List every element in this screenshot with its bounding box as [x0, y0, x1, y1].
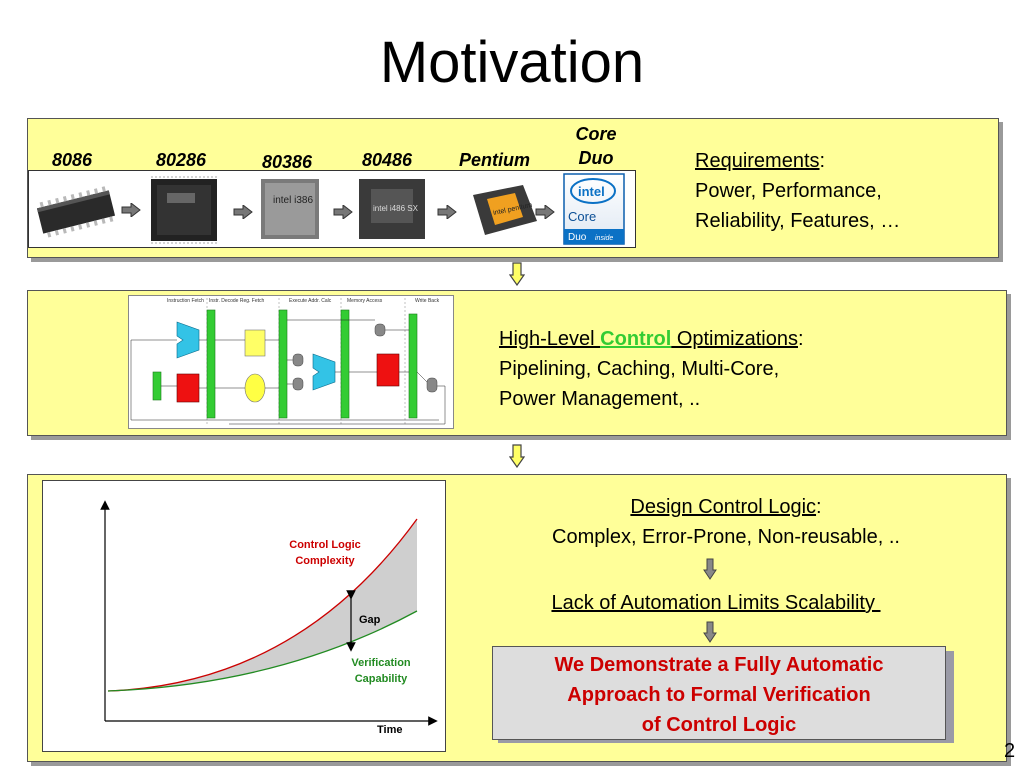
complexity-gap-graphic	[43, 481, 445, 751]
chip-label-8086: 8086	[52, 150, 92, 171]
verification-capability-label: Verification Capability	[339, 655, 423, 687]
requirements-heading: Requirements	[695, 150, 820, 172]
optimizations-heading-part-1: High-Level	[499, 328, 600, 350]
right-arrow-icon	[535, 205, 555, 219]
duo-text: Duo	[568, 232, 587, 243]
design-line: Complex, Error-Prone, Non-reusable, ..	[456, 522, 996, 552]
requirements-text: Requirements: Power, Performance, Reliab…	[695, 146, 900, 236]
chip-80486-image: intel i486 SX	[357, 177, 427, 241]
time-axis-label: Time	[377, 724, 402, 736]
control-label-line-1: Control Logic	[275, 537, 375, 553]
lack-of-automation-text: Lack of Automation Limits Scalability	[456, 588, 976, 618]
chip-pentium-image: intel pentium	[463, 181, 543, 239]
requirements-line-2: Reliability, Features, …	[695, 206, 900, 236]
design-control-logic-text: Design Control Logic: Complex, Error-Pro…	[456, 492, 996, 552]
chip-80486-text: intel i486 SX	[373, 204, 419, 213]
stage-label-writeback: Write Back	[415, 298, 440, 304]
right-arrow-icon	[233, 205, 253, 219]
verif-label-line-2: Capability	[339, 671, 423, 687]
page-number: 2	[1004, 740, 1015, 763]
pipeline-diagram-graphic: Instruction Fetch Instr. Decode Reg. Fet…	[129, 296, 453, 428]
down-arrow-icon	[703, 621, 717, 643]
optimizations-line-2: Power Management, ..	[499, 384, 804, 414]
chip-label-pentium: Pentium	[459, 150, 530, 171]
stage-label-decode: Instr. Decode Reg. Fetch	[209, 298, 265, 304]
slide-title: Motivation	[0, 28, 1024, 98]
intel-logo-text: intel	[578, 184, 605, 199]
design-colon: :	[816, 496, 822, 518]
chip-label-80486: 80486	[362, 150, 412, 171]
stage-label-execute: Execute Addr. Calc	[289, 298, 332, 304]
optimizations-text: High-Level Control Optimizations: Pipeli…	[499, 324, 804, 414]
chip-80286-image	[147, 175, 221, 245]
right-arrow-icon	[437, 205, 457, 219]
design-heading: Design Control Logic	[630, 496, 816, 518]
chip-label-80286: 80286	[156, 150, 206, 171]
core-text: Core	[568, 209, 596, 224]
inside-text: inside	[595, 235, 613, 242]
down-arrow-icon	[703, 558, 717, 580]
optimizations-heading-part-2: Optimizations	[671, 328, 798, 350]
down-arrow-icon	[509, 444, 525, 468]
pipeline-diagram: Instruction Fetch Instr. Decode Reg. Fet…	[128, 295, 454, 429]
requirements-colon: :	[820, 150, 826, 172]
chip-80386-image: intel i386	[259, 177, 321, 241]
gap-label: Gap	[359, 614, 380, 626]
result-line-1: We Demonstrate a Fully Automatic	[493, 650, 945, 680]
control-complexity-label: Control Logic Complexity	[275, 537, 375, 569]
chip-strip: intel i386 intel i486 SX intel pentium i…	[28, 170, 636, 248]
right-arrow-icon	[121, 203, 141, 217]
stage-label-memory: Memory Access	[347, 298, 383, 304]
down-arrow-icon	[509, 262, 525, 286]
chip-80386-text: intel i386	[273, 195, 313, 206]
requirements-line-1: Power, Performance,	[695, 176, 900, 206]
result-line-2: Approach to Formal Verification	[493, 680, 945, 710]
optimizations-heading-control: Control	[600, 328, 671, 350]
result-line-3: of Control Logic	[493, 710, 945, 740]
control-label-line-2: Complexity	[275, 553, 375, 569]
result-box: We Demonstrate a Fully Automatic Approac…	[492, 646, 946, 740]
stage-label-fetch: Instruction Fetch	[167, 298, 204, 304]
chip-8086-image	[35, 181, 117, 243]
verif-label-line-1: Verification	[339, 655, 423, 671]
chip-label-core-duo: Core Duo	[566, 122, 626, 170]
complexity-gap-graph: Control Logic Complexity Gap Verificatio…	[42, 480, 446, 752]
optimizations-line-1: Pipelining, Caching, Multi-Core,	[499, 354, 804, 384]
right-arrow-icon	[333, 205, 353, 219]
intel-core-duo-logo: intel Core Duo inside	[563, 173, 625, 245]
optimizations-colon: :	[798, 328, 804, 350]
